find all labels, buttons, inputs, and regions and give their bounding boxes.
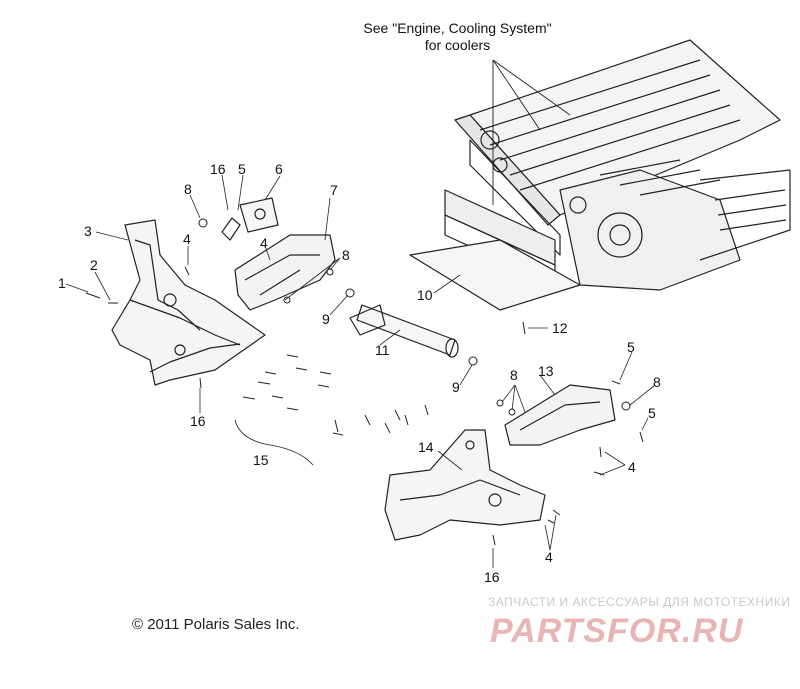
part-label-7: 7 [330,182,338,198]
watermark-logo: PARTSFOR.RU [490,612,744,650]
part-label-4-right: 4 [628,459,636,475]
part-label-11: 11 [375,342,390,358]
callout-line-1: See "Engine, Cooling System" [363,20,552,36]
part-label-5-top: 5 [238,161,246,177]
engine-cooling-callout: See "Engine, Cooling System" for coolers [350,20,565,54]
part-label-10: 10 [417,287,433,303]
part-label-8-right: 8 [510,367,518,383]
part-label-16-left: 16 [190,413,206,429]
part-label-8-far-right: 8 [653,374,661,390]
part-13-right-bracket [504,384,616,446]
part-label-1: 1 [58,275,66,291]
callout-line-2: for coolers [424,37,491,53]
part-11-cross-shaft [349,304,459,358]
part-label-15: 15 [253,452,269,468]
part-label-4-mid: 4 [260,235,268,251]
part-label-13: 13 [538,363,554,379]
part-label-3: 3 [84,223,92,239]
part-label-9-top: 9 [322,311,330,327]
part-label-9-bottom: 9 [452,379,460,395]
part-label-8-mid: 8 [342,247,350,263]
copyright-text: © 2011 Polaris Sales Inc. [132,616,300,633]
part-label-2: 2 [90,257,98,273]
part-label-4-left: 4 [183,231,191,247]
fastener-bolts [85,218,644,546]
leader-lines [65,174,655,568]
chassis-tunnel [409,39,791,311]
part-label-5-right-bottom: 5 [648,405,656,421]
watermark-logo-text: PARTSFOR.RU [490,612,744,650]
part-14-right-bulkhead [384,429,546,541]
part-label-16-bottom: 16 [484,569,500,585]
part-7-bracket [234,234,336,311]
part-label-14: 14 [418,439,434,455]
part-label-6: 6 [275,161,283,177]
part-label-12: 12 [552,320,568,336]
part-label-16-top: 16 [210,161,226,177]
watermark-tagline: ЗАПЧАСТИ И АКСЕССУАРЫ ДЛЯ МОТОТЕХНИКИ [488,595,791,609]
part-3-left-bulkhead [111,219,266,386]
part-6-plate [221,197,279,241]
part-label-4-bottom: 4 [545,549,553,565]
part-label-8-top: 8 [184,181,192,197]
part-label-5-right-top: 5 [627,339,635,355]
